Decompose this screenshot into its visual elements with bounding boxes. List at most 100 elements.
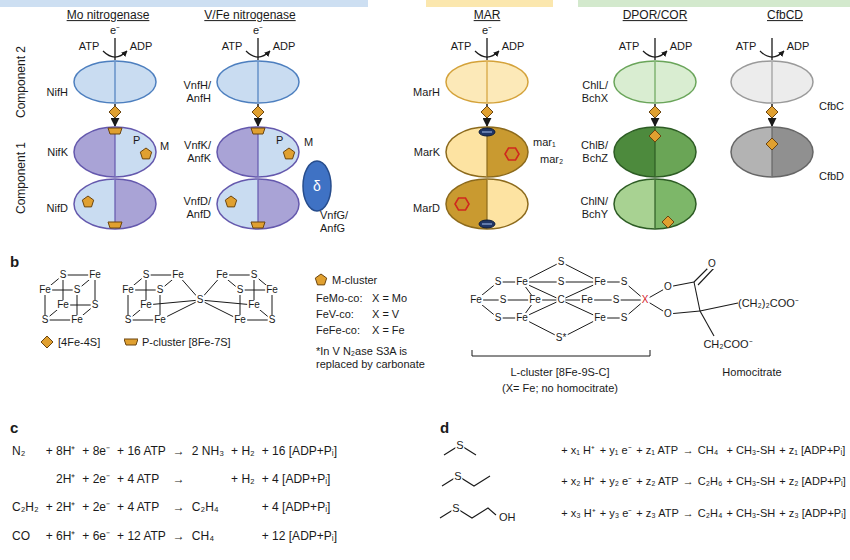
note-text: X = Mo <box>372 292 407 305</box>
atom-label: S <box>142 270 151 280</box>
column-title: V/Fe nitrogenase <box>204 9 295 23</box>
atom-label: S <box>196 295 205 305</box>
subunit-outline <box>446 179 528 229</box>
legend-symbol <box>41 336 53 348</box>
chemical-bond <box>440 508 496 518</box>
subunit-divider <box>486 62 487 102</box>
subunit-outline <box>614 61 696 103</box>
equation-term: + CH₃-SH <box>726 507 775 520</box>
atom-label: S <box>494 313 503 323</box>
metal-cluster-symbol <box>225 196 236 207</box>
equation-term: + 16 ATP <box>117 445 166 459</box>
atom-label: Fe <box>121 285 135 295</box>
metal-cluster-symbol <box>479 128 495 136</box>
atom-label: Fe <box>469 295 483 305</box>
protein-subunit: MarH <box>445 60 529 104</box>
fe4s4-cluster-symbol <box>109 106 121 118</box>
equation-term: + 12 [ADP+Pᵢ] <box>262 530 337 544</box>
atp-hydrolysis-arrow <box>103 38 784 60</box>
metal-cluster-symbol <box>455 198 469 210</box>
subunit-half <box>614 179 655 229</box>
atom-label: S <box>453 471 462 482</box>
atom-label: Fe <box>265 285 279 295</box>
cluster-label: mar₂ <box>540 153 563 166</box>
legend-item: P-cluster [8Fe-7S] <box>124 335 231 349</box>
equation-term: C₂H₆ <box>698 475 723 488</box>
legend-symbol <box>124 339 138 345</box>
subunit-half <box>772 127 813 177</box>
column-title: MAR <box>474 9 501 23</box>
atom-label: S <box>268 315 277 325</box>
equation-term: + 8e⁻ <box>82 445 110 459</box>
chemical-bond <box>700 303 738 311</box>
subunit-half <box>217 61 258 103</box>
equation-term: + y₁ e⁻ <box>600 444 632 457</box>
atom-label: Fe <box>215 270 229 280</box>
chemical-bond <box>698 267 715 285</box>
nucleotide-label: ADP <box>787 40 810 53</box>
metal-cluster-symbol <box>140 148 151 159</box>
header-band <box>578 0 850 7</box>
equation-term: + 2e⁻ <box>82 501 110 515</box>
atp-hydrolysis-arrow <box>475 38 499 60</box>
equation-term: 2H⁺ <box>56 473 75 487</box>
atom-label: Fe <box>70 315 84 325</box>
atom-label: O <box>663 309 673 319</box>
legend-swatch <box>314 273 328 287</box>
equation-term: → <box>173 445 185 459</box>
legend-text: [4Fe-4S] <box>58 336 100 348</box>
equation-term: + CH₃-SH <box>726 444 775 457</box>
structure-label: (CH₂)₂COO⁻ <box>738 297 799 310</box>
equation-term: + 16 [ADP+Pᵢ] <box>262 445 337 459</box>
metal-cluster-symbol <box>505 148 519 160</box>
subunit-half <box>731 127 772 177</box>
subunit-outline <box>731 61 813 103</box>
atom-label: Fe <box>528 295 542 305</box>
protein-subunit: MarD <box>445 178 529 230</box>
subunit-outline <box>614 179 696 229</box>
cluster-label: P <box>276 134 283 147</box>
equation-term: + x₁ H⁺ <box>561 444 595 457</box>
protein-subunit: NifD <box>73 178 157 230</box>
atom-label: OH <box>498 512 517 523</box>
protein-label: VnfH/ AnfH <box>183 79 211 104</box>
legend-text: M-cluster <box>332 274 377 286</box>
atom-label: Fe <box>139 300 153 310</box>
subunit-half <box>217 127 258 177</box>
subunit-half <box>446 61 487 103</box>
atom-label: X <box>641 295 650 305</box>
atom-label: S <box>451 503 460 514</box>
nucleotide-label: ADP <box>130 40 153 53</box>
protein-label: ChlB/ BchZ <box>581 139 608 164</box>
header-band <box>0 0 850 7</box>
equation-term: → <box>173 501 185 515</box>
atom-label: S <box>557 277 566 287</box>
metal-cluster-symbol <box>479 220 495 228</box>
subunit-outline <box>217 179 299 229</box>
structure-label: (X= Fe; no homocitrate) <box>502 382 618 395</box>
atom-label: S <box>41 315 50 325</box>
atom-label: S <box>124 315 133 325</box>
atom-label: S <box>91 300 100 310</box>
metal-cluster-symbol <box>649 130 661 142</box>
protein-label: MarH <box>413 86 440 99</box>
header-band <box>0 0 368 7</box>
equation-term: + z₁ ATP <box>636 444 678 457</box>
equation-term: + z₂ [ADP+Pᵢ] <box>779 475 846 488</box>
atp-hydrolysis-arrow <box>643 38 667 60</box>
legend-item: [4Fe-4S] <box>40 335 100 349</box>
atom-label: S <box>59 270 68 280</box>
note-text: FeFe-co: <box>316 324 360 337</box>
subunit-outline <box>217 61 299 103</box>
subunit-divider <box>654 62 655 102</box>
equation-term: + 6e⁻ <box>82 530 110 544</box>
protein-shape <box>613 178 697 230</box>
equation-term: C₂H₄ <box>698 507 723 520</box>
structure-label: CH₂COO⁻ <box>703 338 752 351</box>
equation-term: + z₃ ATP <box>636 507 679 520</box>
atom-label: S <box>455 440 464 451</box>
atp-hydrolysis-arrow <box>760 38 784 60</box>
column-title: DPOR/COR <box>623 9 688 23</box>
subunit-half <box>487 61 528 103</box>
protein-label: NifK <box>47 146 68 159</box>
